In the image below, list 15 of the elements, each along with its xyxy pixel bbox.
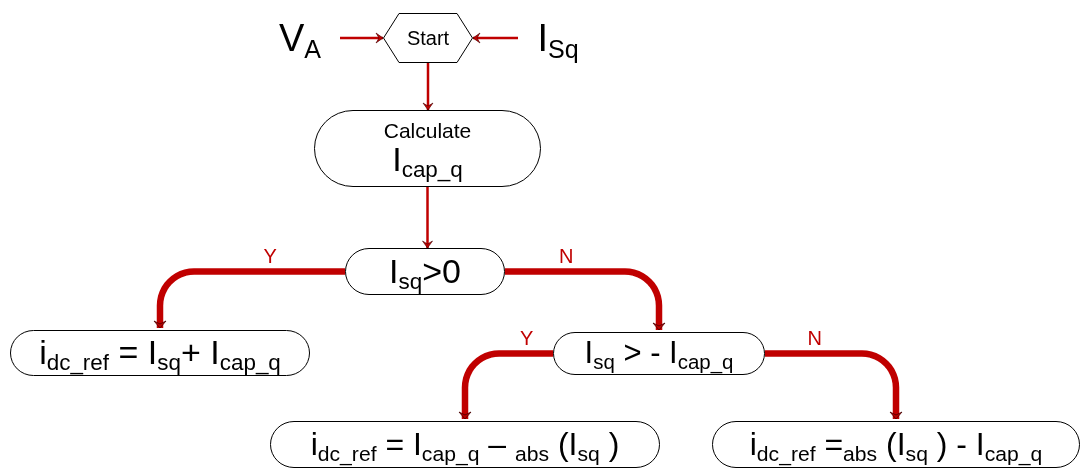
process-box	[553, 332, 765, 375]
flow-arrow	[505, 268, 666, 331]
start-hexagon	[383, 13, 473, 63]
flow-arrow	[765, 350, 903, 420]
flow-arrow	[422, 63, 434, 111]
flow-arrow	[422, 187, 433, 249]
flow-arrow	[340, 32, 384, 44]
process-box	[345, 248, 505, 295]
flow-arrow	[472, 32, 518, 44]
process-box	[270, 421, 660, 468]
process-box	[10, 330, 310, 376]
step-heading: Calculate	[383, 119, 472, 142]
formula-text: Start	[406, 27, 450, 49]
process-box	[712, 421, 1080, 468]
math-label: V$_{A}$	[278, 19, 322, 59]
